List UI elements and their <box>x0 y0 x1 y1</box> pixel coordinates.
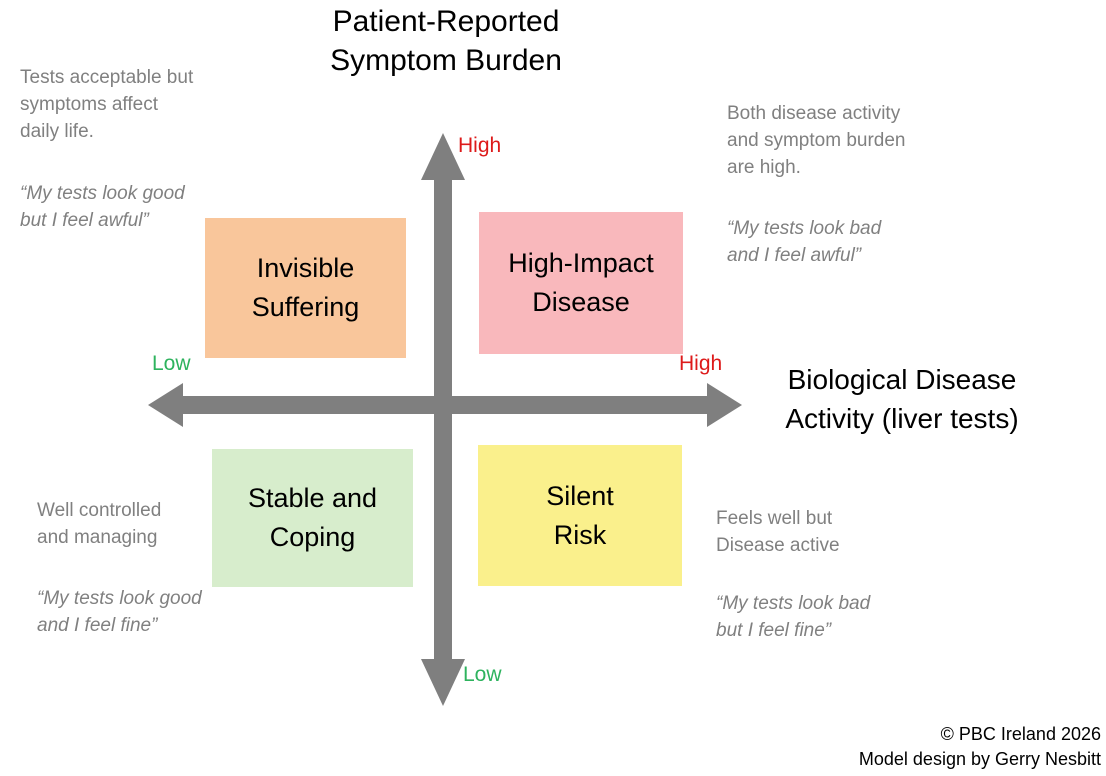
axis-label-bottom-low: Low <box>463 663 502 686</box>
vertical-axis-arrow <box>421 133 465 706</box>
annotation-stable-and-coping-quote: “My tests look good and I feel fine” <box>37 588 202 636</box>
x-axis-title: Biological Disease Activity (liver tests… <box>785 364 1019 434</box>
annotation-invisible-suffering-quote: “My tests look good but I feel awful” <box>20 183 185 231</box>
axis-label-left-low: Low <box>152 352 191 375</box>
annotation-stable-and-coping-description: Well controlled and managing <box>37 500 162 548</box>
quadrant-high-impact-disease[interactable]: High-Impact Disease <box>479 212 683 354</box>
axis-label-top-high: High <box>458 134 502 157</box>
axis-label-right-high: High <box>679 352 723 375</box>
annotation-silent-risk-description: Feels well but Disease active <box>716 508 840 556</box>
quadrant-silent-risk[interactable]: Silent Risk <box>478 445 682 586</box>
page-title: Patient-Reported Symptom Burden <box>330 5 562 77</box>
annotation-high-impact-disease-quote: “My tests look bad and I feel awful” <box>727 218 882 266</box>
annotation-invisible-suffering-description: Tests acceptable but symptoms affect dai… <box>20 67 194 142</box>
horizontal-axis-arrow <box>148 383 742 427</box>
copyright-credit: © PBC Ireland 2026 Model design by Gerry… <box>858 724 1101 769</box>
annotation-silent-risk-quote: “My tests look bad but I feel fine” <box>716 593 871 641</box>
quadrant-invisible-suffering[interactable]: Invisible Suffering <box>205 218 406 358</box>
quadrant-stable-and-coping[interactable]: Stable and Coping <box>212 449 413 587</box>
annotation-high-impact-disease-description: Both disease activity and symptom burden… <box>727 103 906 178</box>
